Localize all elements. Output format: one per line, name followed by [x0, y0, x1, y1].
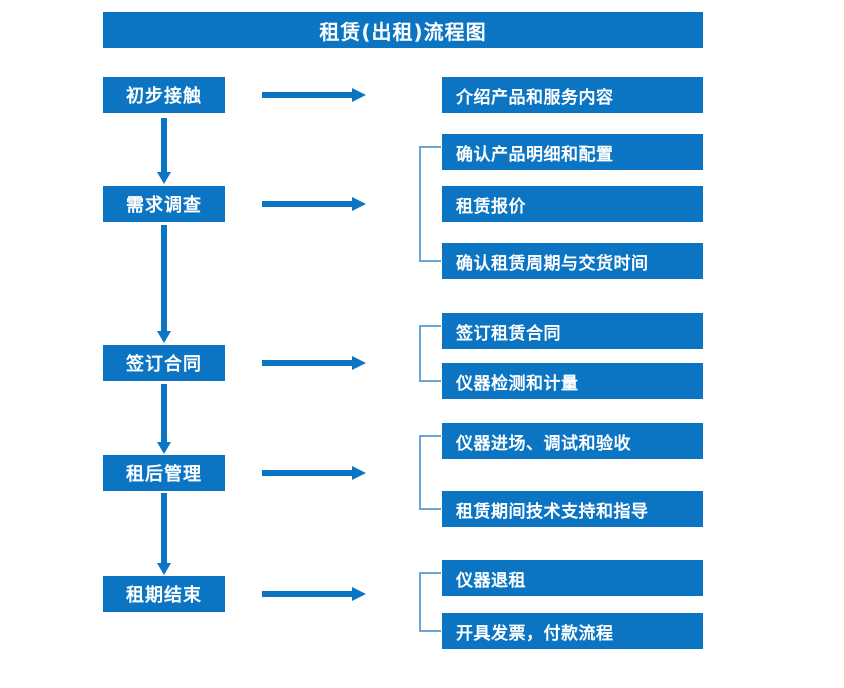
detail-box[interactable]: 仪器退租: [442, 560, 703, 596]
stage-box[interactable]: 初步接触: [103, 77, 225, 113]
down-arrow-icon: [157, 384, 171, 454]
group-bracket: [419, 146, 441, 262]
detail-box[interactable]: 租赁期间技术支持和指导: [442, 491, 703, 527]
down-arrow-icon: [157, 493, 171, 575]
detail-box[interactable]: 介绍产品和服务内容: [442, 77, 703, 113]
stage-box[interactable]: 签订合同: [103, 345, 225, 381]
right-arrow-icon: [262, 466, 366, 480]
arrow-head: [157, 563, 171, 575]
group-bracket: [419, 572, 441, 632]
arrow-shaft: [161, 118, 167, 172]
arrow-shaft: [161, 384, 167, 442]
arrow-head: [352, 587, 366, 601]
down-arrow-icon: [157, 118, 171, 184]
group-bracket: [419, 325, 441, 382]
right-arrow-icon: [262, 356, 366, 370]
arrow-head: [157, 331, 171, 343]
detail-box[interactable]: 仪器进场、调试和验收: [442, 423, 703, 459]
arrow-shaft: [262, 470, 354, 476]
arrow-shaft: [262, 92, 354, 98]
arrow-head: [352, 88, 366, 102]
detail-box[interactable]: 租赁报价: [442, 186, 703, 222]
arrow-shaft: [161, 493, 167, 563]
down-arrow-icon: [157, 225, 171, 343]
arrow-shaft: [161, 225, 167, 331]
stage-box[interactable]: 需求调查: [103, 186, 225, 222]
arrow-head: [352, 466, 366, 480]
detail-box[interactable]: 签订租赁合同: [442, 313, 703, 349]
right-arrow-icon: [262, 88, 366, 102]
arrow-head: [157, 172, 171, 184]
detail-box[interactable]: 开具发票，付款流程: [442, 613, 703, 649]
arrow-head: [157, 442, 171, 454]
arrow-shaft: [262, 201, 354, 207]
detail-box[interactable]: 确认产品明细和配置: [442, 134, 703, 170]
arrow-head: [352, 356, 366, 370]
page-title: 租赁(出租)流程图: [103, 12, 703, 48]
arrow-shaft: [262, 360, 354, 366]
arrow-shaft: [262, 591, 354, 597]
group-bracket: [419, 435, 441, 510]
arrow-head: [352, 197, 366, 211]
detail-box[interactable]: 仪器检测和计量: [442, 363, 703, 399]
right-arrow-icon: [262, 587, 366, 601]
stage-box[interactable]: 租期结束: [103, 576, 225, 612]
detail-box[interactable]: 确认租赁周期与交货时间: [442, 243, 703, 279]
right-arrow-icon: [262, 197, 366, 211]
stage-box[interactable]: 租后管理: [103, 455, 225, 491]
